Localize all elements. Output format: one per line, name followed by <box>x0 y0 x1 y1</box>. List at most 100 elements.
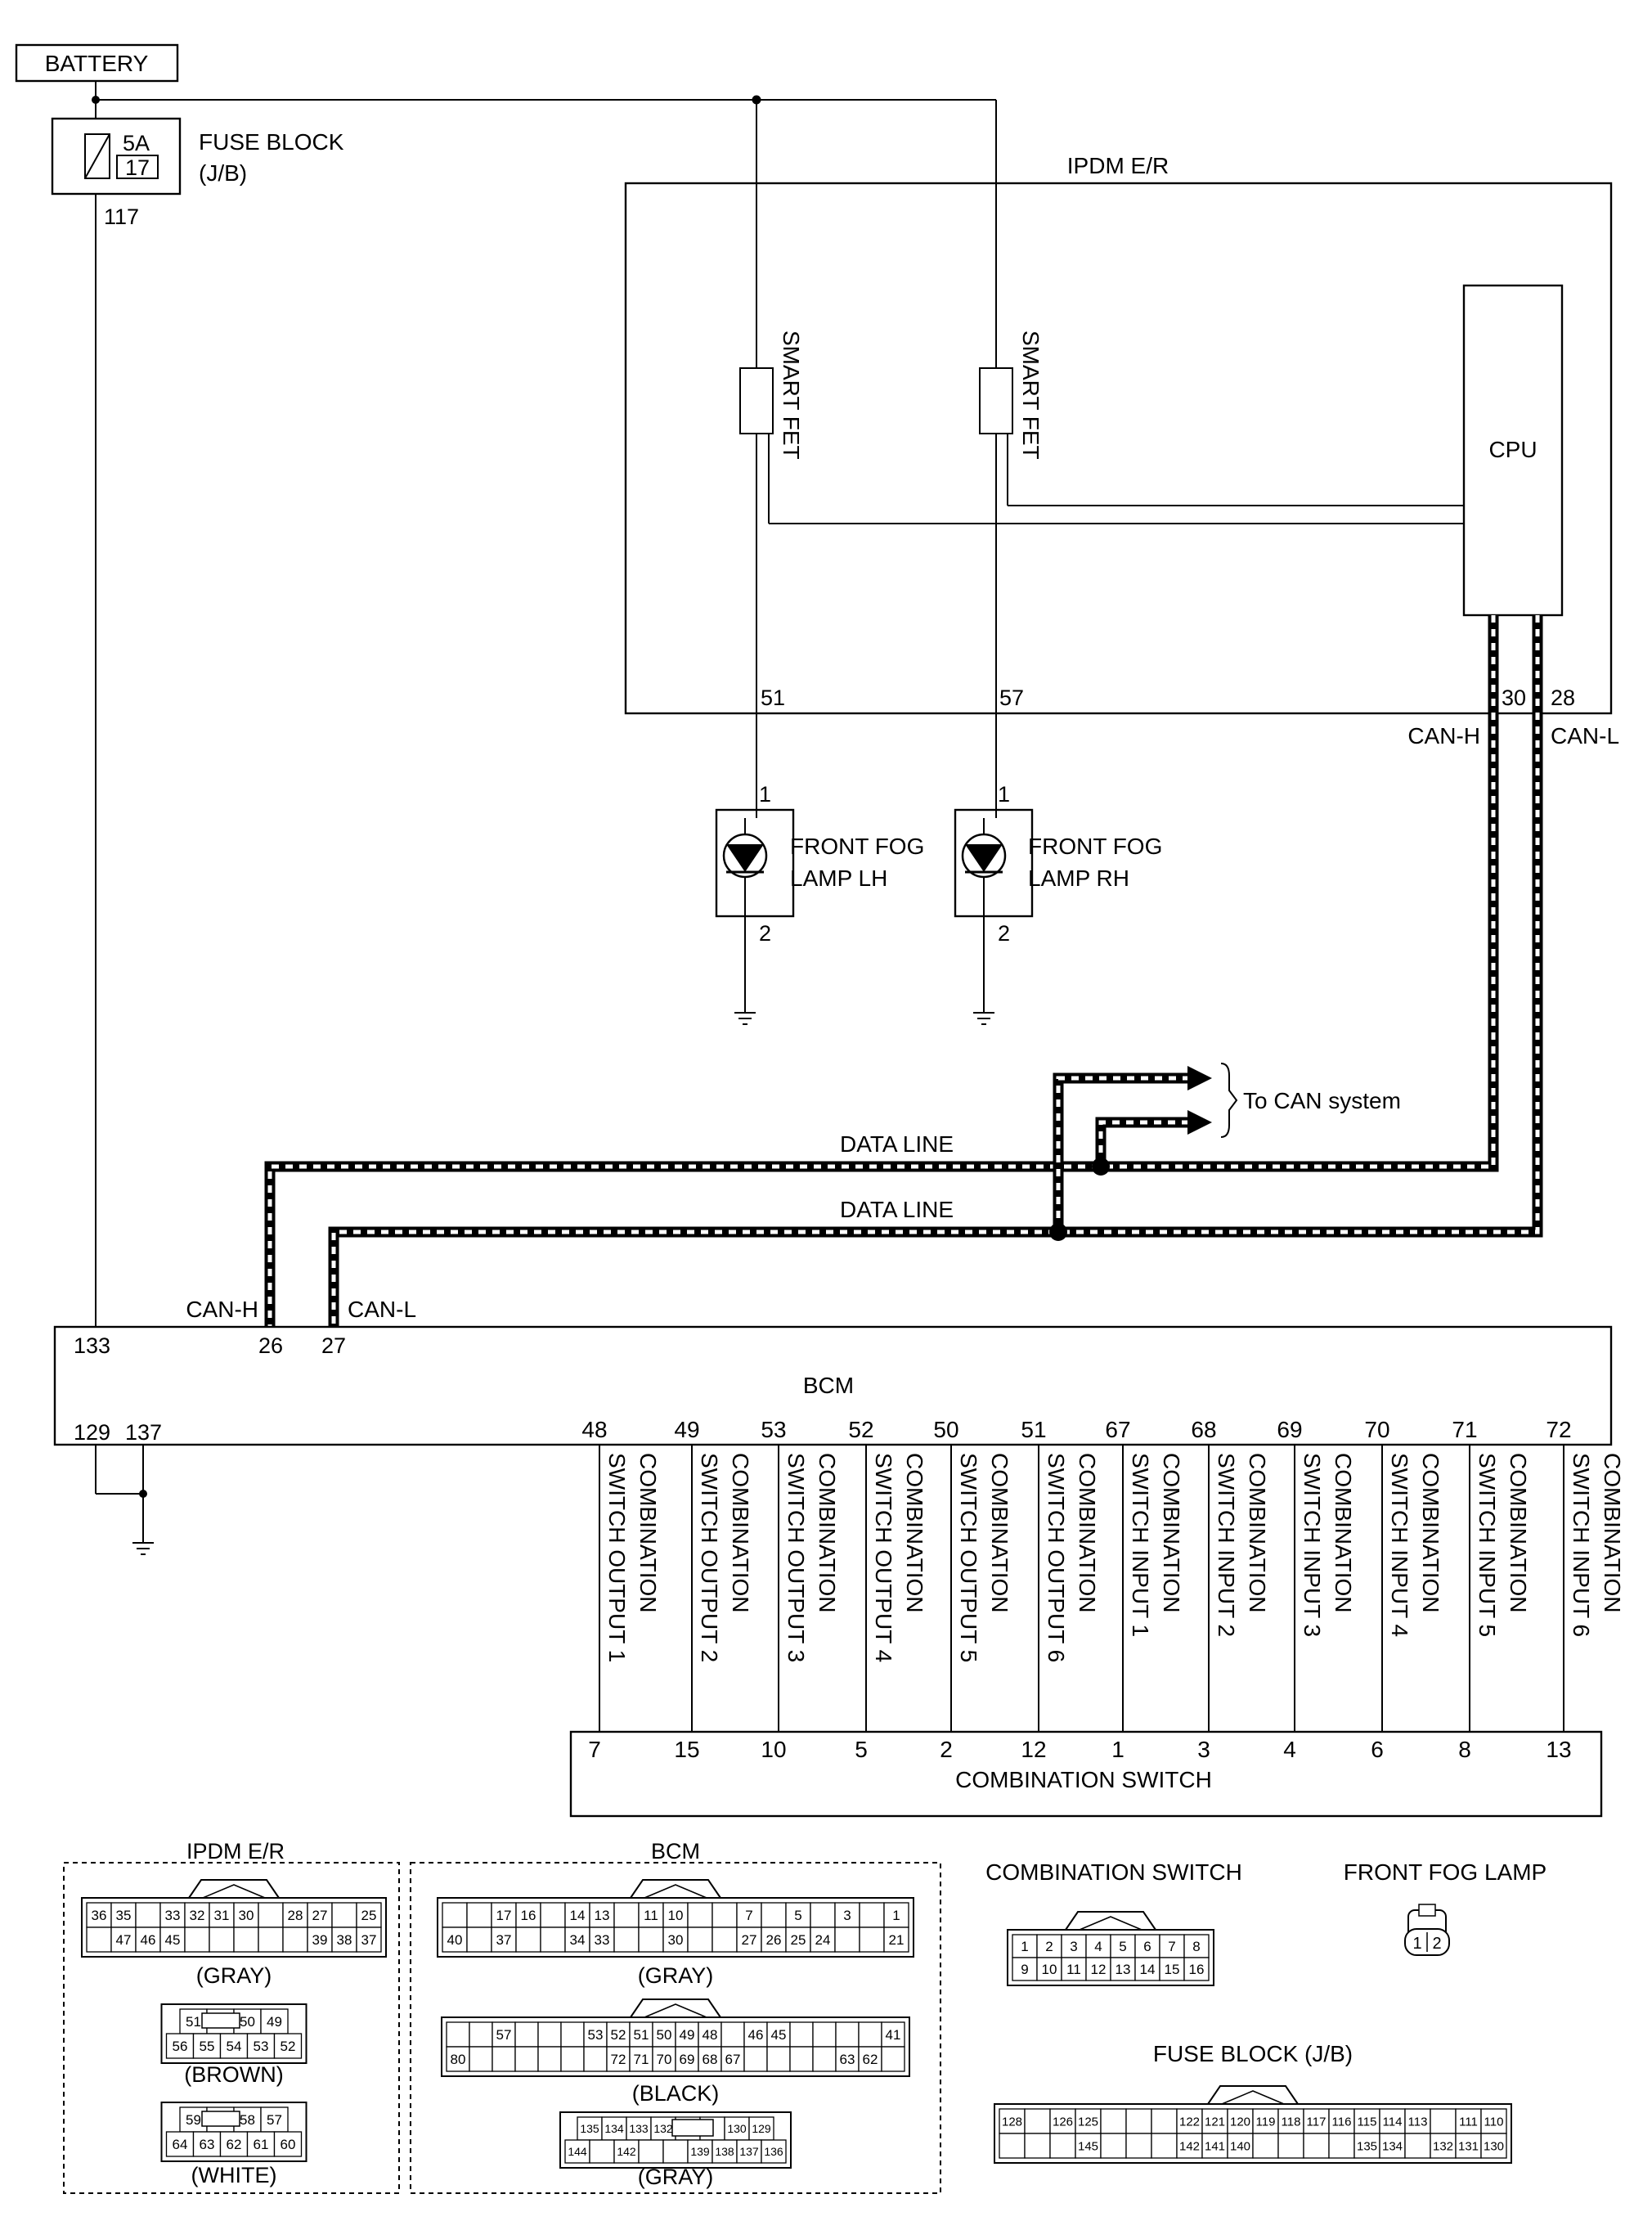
can-h-junction <box>1092 1158 1110 1176</box>
connector-pin-70: 70 <box>657 2052 672 2067</box>
connector-cell <box>638 2139 664 2164</box>
connector-pin-58: 58 <box>240 2112 255 2128</box>
connector-pin-133: 133 <box>629 2122 649 2135</box>
connector-pin-33: 33 <box>595 1932 610 1948</box>
connector-cell <box>1252 2133 1279 2159</box>
connector-cell <box>638 1927 664 1953</box>
bcm-terminal-51: 51 <box>1021 1417 1046 1442</box>
connector-pin-140: 140 <box>1230 2139 1250 2153</box>
connector-pin-38: 38 <box>337 1932 352 1948</box>
connector-key <box>188 1879 280 1899</box>
connector-pin-24: 24 <box>815 1932 831 1948</box>
connector-cell <box>662 2139 689 2164</box>
connector-cell <box>601 2116 627 2141</box>
connector-cell <box>1303 2133 1330 2159</box>
switch-terminal-12: 12 <box>1021 1737 1046 1762</box>
connector-pin-50: 50 <box>240 2014 255 2030</box>
switch-wire-label-2: SWITCH INPUT 4 <box>1387 1453 1412 1637</box>
connector-cell <box>761 2139 787 2164</box>
connector-pin-34: 34 <box>570 1932 586 1948</box>
bcm-terminal-71: 71 <box>1452 1417 1477 1442</box>
connector-pin-3: 3 <box>1070 1939 1077 1954</box>
connector-pin-14: 14 <box>1140 1962 1156 1977</box>
connector-cell <box>1277 2108 1304 2134</box>
can-arrow-1-icon <box>1187 1066 1212 1090</box>
connector-pin-134: 134 <box>604 2122 624 2135</box>
switch-wire-label-2: SWITCH OUTPUT 6 <box>1044 1453 1069 1662</box>
connector-cell <box>812 2046 837 2072</box>
connector-pin-62: 62 <box>227 2137 242 2152</box>
connector-cell <box>883 1927 909 1953</box>
battery-label: BATTERY <box>45 51 149 76</box>
connector-pin-1: 1 <box>1021 1939 1028 1954</box>
ipdm-terminal-51: 51 <box>761 686 785 710</box>
switch-wire-label-1: COMBINATION <box>1075 1453 1100 1612</box>
connector-pin-145: 145 <box>1078 2139 1098 2153</box>
connector-pin-54: 54 <box>227 2039 242 2054</box>
connector-cell <box>712 1927 738 1953</box>
connector-cell <box>135 1902 161 1928</box>
connector-cell <box>1125 2108 1152 2134</box>
connector-pin-69: 69 <box>680 2052 695 2067</box>
connector-key <box>1207 2085 1299 2105</box>
connector-key <box>1065 1911 1156 1931</box>
connector-cell <box>785 1927 811 1953</box>
bcm-title: BCM <box>803 1373 854 1398</box>
fuse-terminal: 117 <box>104 205 139 229</box>
connector-cell <box>537 2046 562 2072</box>
connector-pin-13: 13 <box>595 1908 610 1923</box>
switch-wire-label-2: SWITCH INPUT 6 <box>1569 1453 1594 1637</box>
battery-block: BATTERY <box>15 43 179 83</box>
fuse-connector-title: FUSE BLOCK (J/B) <box>1153 2041 1353 2066</box>
fuse-number: 17 <box>125 155 150 180</box>
connector-pin-136: 136 <box>764 2145 783 2158</box>
connector-cell <box>1075 2133 1102 2159</box>
connector-cell <box>165 2131 195 2157</box>
switch-terminal-2: 2 <box>940 1737 953 1762</box>
connector-pin-12: 12 <box>1091 1962 1107 1977</box>
bcm-terminal-133: 133 <box>74 1333 110 1358</box>
connector-pin-115: 115 <box>1358 2115 1377 2129</box>
fog-pin-2: 2 <box>1432 1935 1441 1953</box>
connector-cell <box>1404 2133 1431 2159</box>
smart-fet-rh-label: SMART FET <box>1018 330 1044 460</box>
connector-cell <box>766 2046 791 2072</box>
switch-terminal-3: 3 <box>1197 1737 1210 1762</box>
connector-pin-56: 56 <box>173 2039 188 2054</box>
connector-pin-35: 35 <box>116 1908 132 1923</box>
connector-pin-135: 135 <box>580 2122 599 2135</box>
connector-pin-48: 48 <box>703 2027 718 2043</box>
connector-pin-7: 7 <box>745 1908 752 1923</box>
combination-switch-title: COMBINATION SWITCH <box>955 1767 1212 1792</box>
smart-fet-lh-label: SMART FET <box>779 330 804 460</box>
bcm-gray1-color: (GRAY) <box>638 1963 714 1988</box>
switch-wire-label-2: SWITCH OUTPUT 5 <box>956 1453 981 1662</box>
connector-cell <box>469 2046 493 2072</box>
bcm-terminal-68: 68 <box>1191 1417 1216 1442</box>
switch-wire-label-2: SWITCH OUTPUT 1 <box>604 1453 630 1662</box>
connector-key <box>630 1879 721 1899</box>
connector-pin-2: 2 <box>1045 1939 1053 1954</box>
ipdm-can-l-label: CAN-L <box>1551 723 1619 749</box>
connector-pin-62: 62 <box>863 2052 878 2067</box>
connector-cell <box>560 2021 585 2048</box>
connector-pin-1: 1 <box>892 1908 900 1923</box>
switch-terminal-1: 1 <box>1111 1737 1125 1762</box>
fog-connector-key <box>1418 1904 1436 1917</box>
data-line-label-1: DATA LINE <box>840 1131 954 1157</box>
connector-pin-131: 131 <box>1458 2139 1479 2153</box>
connector-cell <box>743 2021 768 2048</box>
connector-cell <box>1024 2133 1051 2159</box>
connector-cell <box>606 2046 631 2072</box>
connector-cell <box>86 1902 112 1928</box>
connector-cell <box>1110 1957 1136 1981</box>
connector-cell <box>652 2021 676 2048</box>
connector-cell <box>736 1927 762 1953</box>
switch-terminal-13: 13 <box>1546 1737 1571 1762</box>
